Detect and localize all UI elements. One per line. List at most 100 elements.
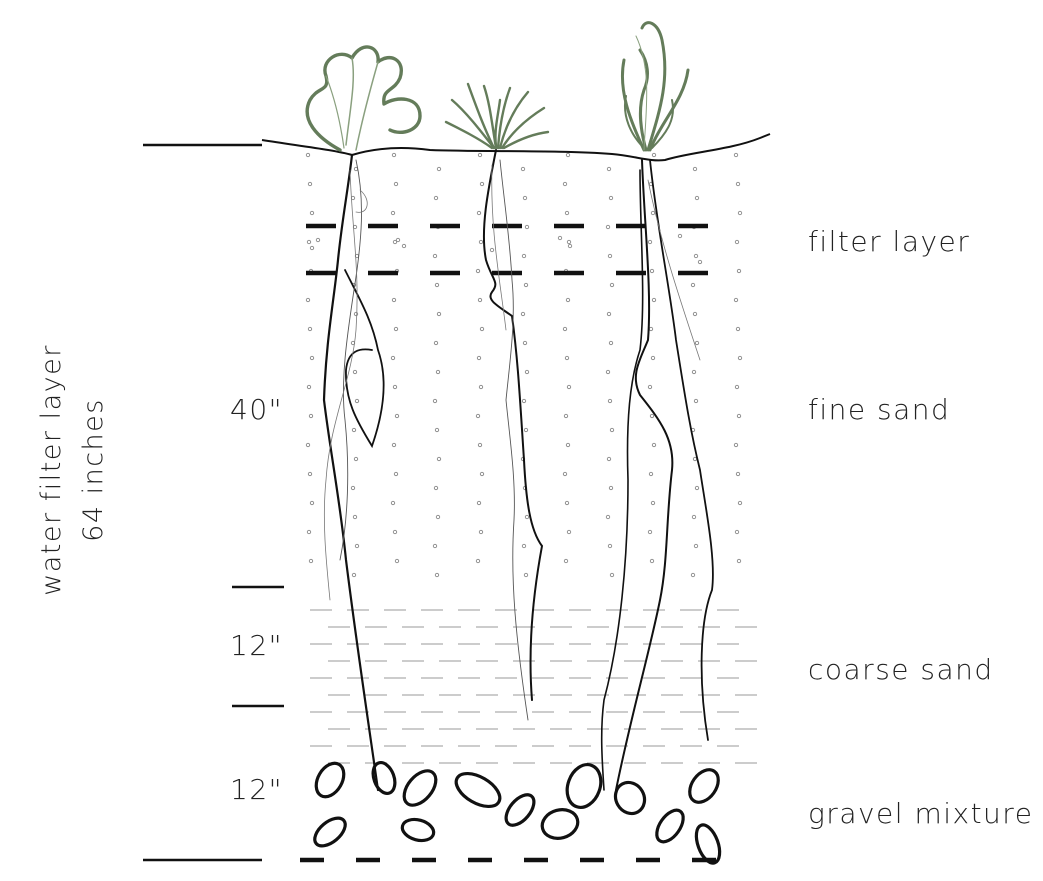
sand-speckle [351, 486, 354, 489]
sand-speckle [649, 327, 652, 330]
sand-speckle [692, 370, 695, 373]
sand-speckle [396, 238, 399, 241]
sand-speckle [392, 153, 395, 156]
sand-speckle [565, 356, 568, 359]
sand-speckle [480, 327, 483, 330]
sand-speckle [524, 283, 527, 286]
sand-speckle [564, 559, 567, 562]
sand-speckle [650, 559, 653, 562]
sand-speckle [436, 515, 439, 518]
sand-speckle [309, 559, 312, 562]
sand-speckle [565, 211, 568, 214]
layer-label-filter: filter layer [808, 228, 970, 256]
sand-speckle [698, 260, 701, 263]
sand-speckle [651, 211, 654, 214]
sand-speckle [393, 385, 396, 388]
sand-speckle [558, 236, 561, 239]
sand-speckle [310, 211, 313, 214]
sand-speckle [521, 312, 524, 315]
sand-speckle [355, 399, 358, 402]
sand-speckle [521, 167, 524, 170]
sand-speckle [522, 544, 525, 547]
sand-speckle [608, 399, 611, 402]
root-2-main [484, 150, 542, 700]
side-label-line2: 64 inches [73, 344, 115, 596]
sand-speckle [310, 246, 313, 249]
sand-speckle [567, 385, 570, 388]
side-label: water filter layer 64 inches [18, 300, 128, 640]
sand-speckle [692, 515, 695, 518]
sand-speckle [650, 414, 653, 417]
sand-speckle [736, 327, 739, 330]
sand-speckle [564, 414, 567, 417]
sand-speckle [652, 443, 655, 446]
sand-speckle [478, 153, 481, 156]
sand-speckle [524, 428, 527, 431]
sand-speckle [477, 211, 480, 214]
sand-speckle [437, 312, 440, 315]
sand-speckle [394, 472, 397, 475]
sand-speckle [737, 414, 740, 417]
gravel-stones [310, 758, 724, 866]
sand-speckle [392, 443, 395, 446]
sand-speckle [476, 559, 479, 562]
gravel-stone [311, 758, 350, 801]
sand-speckle [316, 238, 319, 241]
sand-speckle [437, 167, 440, 170]
sand-speckle [610, 283, 613, 286]
sand-speckle [738, 211, 741, 214]
sand-speckle [477, 501, 480, 504]
sand-speckle [652, 153, 655, 156]
sand-speckle [525, 225, 528, 228]
sand-speckle [737, 269, 740, 272]
sand-speckle [649, 472, 652, 475]
sand-speckle [734, 153, 737, 156]
sand-speckle [606, 370, 609, 373]
sand-speckle [402, 244, 405, 247]
sand-speckle [609, 341, 612, 344]
sand-speckle [355, 544, 358, 547]
sand-speckle [648, 530, 651, 533]
sand-speckle [695, 341, 698, 344]
sand-speckle [308, 327, 311, 330]
sand-speckle [608, 544, 611, 547]
sand-speckle [395, 414, 398, 417]
sand-speckle [352, 428, 355, 431]
sand-speckle [476, 414, 479, 417]
plants [307, 23, 688, 150]
sand-speckle [563, 182, 566, 185]
sand-speckle [525, 515, 528, 518]
gravel-stone [684, 764, 724, 807]
sand-speckle [480, 182, 483, 185]
sand-speckle [524, 573, 527, 576]
sand-speckles [306, 153, 741, 576]
sand-speckle [436, 370, 439, 373]
sand-speckle [652, 298, 655, 301]
sand-speckle [691, 573, 694, 576]
sand-speckle [607, 167, 610, 170]
sand-speckle [354, 457, 357, 460]
root-2-fine-a [500, 160, 528, 720]
sand-speckle [435, 283, 438, 286]
sand-speckle [734, 443, 737, 446]
sand-speckle [479, 530, 482, 533]
layer-label-gravel: gravel mixture [808, 800, 1033, 828]
sand-speckle [480, 472, 483, 475]
sand-speckle [648, 385, 651, 388]
gravel-stone [539, 806, 581, 842]
gravel-stone [451, 767, 506, 814]
sand-speckle [693, 167, 696, 170]
root-2-fine-b [492, 165, 506, 330]
sand-speckle [476, 269, 479, 272]
plant-2-grass [446, 84, 548, 148]
gravel-stone [400, 816, 436, 844]
sand-speckle [478, 443, 481, 446]
sand-speckle [735, 240, 738, 243]
sand-speckle [738, 356, 741, 359]
sand-speckle [693, 312, 696, 315]
sand-speckle [435, 573, 438, 576]
sand-speckle [651, 501, 654, 504]
sand-speckle [650, 269, 653, 272]
sand-speckle [734, 298, 737, 301]
